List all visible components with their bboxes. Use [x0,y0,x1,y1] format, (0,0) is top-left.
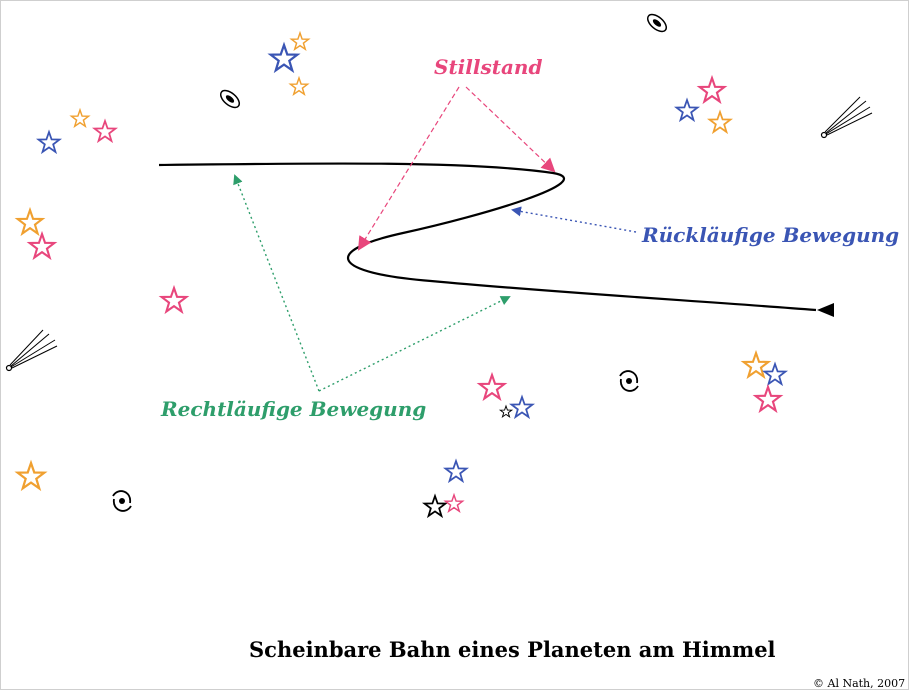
star-icon [698,76,726,103]
galaxy-icon [646,13,668,33]
star-icon [289,77,309,96]
star-icon [444,460,468,482]
recht-arrow-left [233,174,320,392]
comet-icon [820,96,873,139]
label-rechtläufige-bewegung: Rechtläufige Bewegung [161,397,427,421]
star-icon [70,109,90,128]
star-icon [675,99,699,121]
galaxy-icon [619,370,639,392]
planet-path [158,162,817,312]
star-icon [28,232,56,259]
star-icon [742,351,770,378]
star-icon [444,494,464,513]
rueck-arrow [511,206,637,233]
stillstand-arrow-left [357,86,460,251]
path-end-arrowhead-icon [817,303,834,317]
star-icon [16,461,46,490]
diagram-title: Scheinbare Bahn eines Planeten am Himmel [249,637,776,662]
star-icon [269,43,299,72]
copyright-notice: © Al Nath, 2007 [813,677,906,690]
galaxy-icon [219,89,241,109]
recht-arrow-right [318,296,511,392]
star-icon [478,373,506,400]
stillstand-arrow-right [465,86,556,173]
star-icon [160,286,188,313]
star-icon [510,396,534,418]
label-rueckläufige-bewegung: Rückläufige Bewegung [642,223,900,247]
comet-icon [5,329,58,372]
star-icon [423,495,447,517]
galaxy-icon [112,490,132,512]
star-icon [37,131,61,153]
star-icon [290,32,310,51]
star-icon [16,208,44,235]
label-stillstand: Stillstand [434,55,543,79]
star-icon [499,405,513,418]
star-icon [763,363,787,385]
star-icon [754,385,782,412]
star-icon [93,120,117,142]
star-icon [708,111,732,133]
